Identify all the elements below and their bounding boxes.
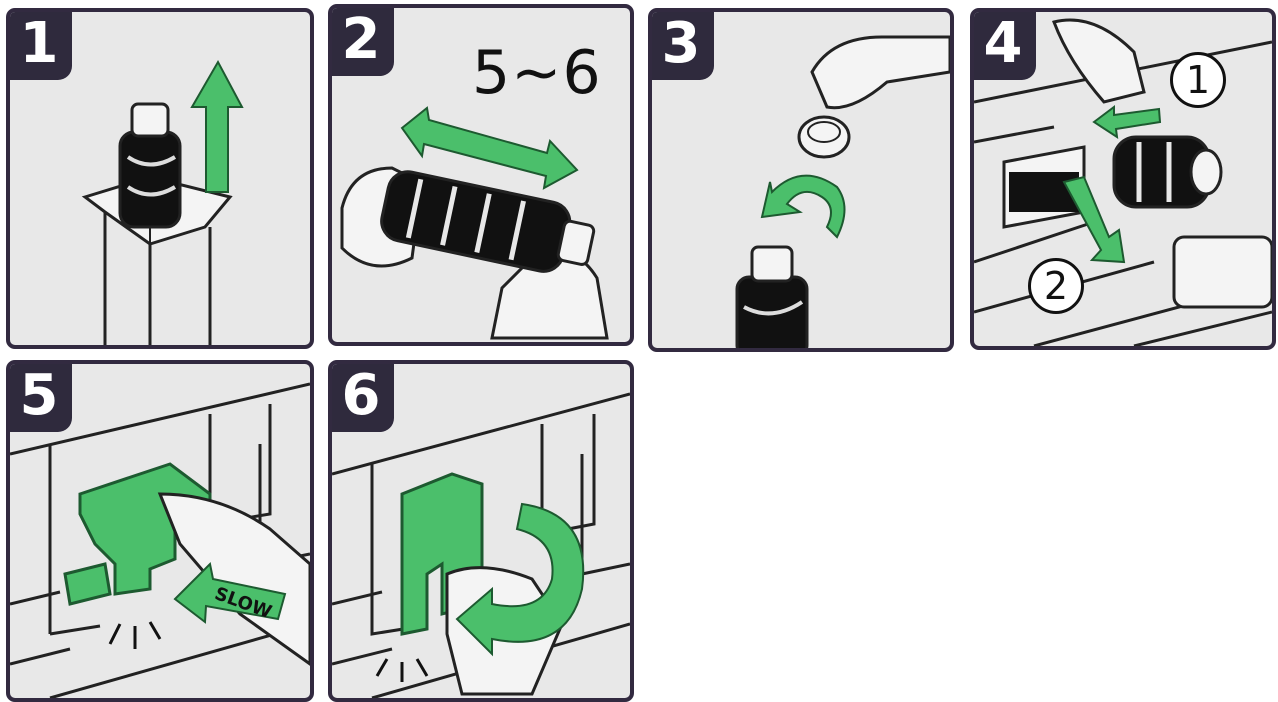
step-panel-3: 3 — [648, 8, 954, 352]
step-number-badge: 4 — [970, 8, 1036, 80]
step-number-badge: 6 — [328, 360, 394, 432]
step-panel-4: 1 2 4 — [970, 8, 1276, 350]
step-number-badge: 1 — [6, 8, 72, 80]
rotate-arrow-icon — [762, 176, 845, 237]
step-number-badge: 2 — [328, 4, 394, 76]
step-panel-1: 1 — [6, 8, 314, 349]
step-panel-6: 6 — [328, 360, 634, 702]
step-panel-5: SLOW 5 — [6, 360, 314, 702]
step-number-badge: 5 — [6, 360, 72, 432]
callout-1: 1 — [1170, 52, 1226, 108]
shake-count-label: 5~6 — [472, 38, 602, 108]
step-panel-2: 5~6 2 — [328, 4, 634, 346]
callout-2: 2 — [1028, 258, 1084, 314]
step-number-badge: 3 — [648, 8, 714, 80]
arrow-up-icon — [192, 62, 242, 192]
